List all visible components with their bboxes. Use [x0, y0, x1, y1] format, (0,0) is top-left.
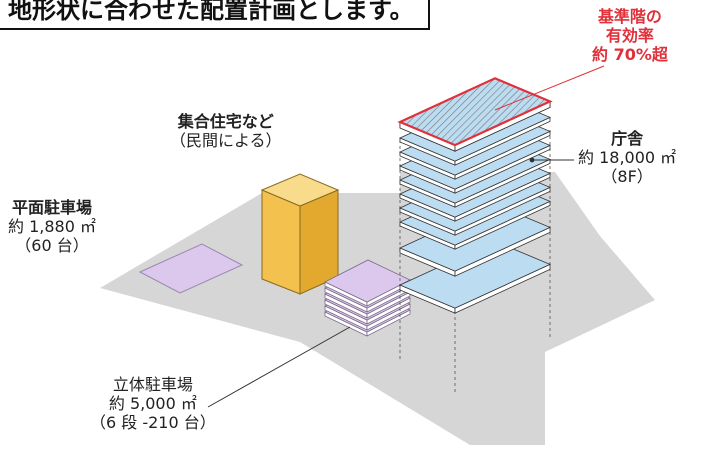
flat-parking-count: （60 台）: [15, 235, 89, 255]
housing-label: 集合住宅など （民間による）: [170, 112, 282, 151]
flat-parking-area-value: 約 1,880 ㎡: [8, 216, 96, 236]
office-tower: [397, 77, 553, 395]
multi-level-parking: [324, 259, 411, 337]
office-title: 庁舎: [611, 129, 644, 148]
top-floor-highlight: [397, 77, 553, 147]
flat-parking-label: 平面駐車場 約 1,880 ㎡ （60 台）: [8, 198, 96, 256]
leader-line-parking: [207, 326, 351, 408]
housing-block: [260, 173, 340, 295]
office-area-value: 約 18,000 ㎡: [578, 147, 677, 167]
flat-parking-title: 平面駐車場: [11, 198, 92, 217]
efficiency-label: 基準階の 有効率 約 70%超: [592, 7, 668, 65]
header-text: 地形状に合わせた配置計画とします。: [8, 0, 414, 24]
housing-label-note: （民間による）: [170, 130, 282, 150]
leader-dot-office: [529, 157, 535, 163]
efficiency-line2: 有効率: [605, 25, 654, 45]
multi-parking-title: 立体駐車場: [112, 375, 193, 394]
multi-parking-area-value: 約 5,000 ㎡: [108, 393, 197, 413]
multi-parking-count: （6 段 -210 台）: [90, 412, 216, 432]
efficiency-line3: 約 70%超: [592, 44, 668, 64]
efficiency-line1: 基準階の: [597, 7, 662, 26]
leader-line-efficiency: [494, 65, 605, 111]
housing-label-title: 集合住宅など: [177, 112, 274, 131]
flat-parking-area: [138, 243, 244, 294]
multi-parking-label: 立体駐車場 約 5,000 ㎡ （6 段 -210 台）: [90, 375, 216, 433]
header-box: 地形状に合わせた配置計画とします。: [0, 0, 430, 30]
office-floors: （8F）: [601, 166, 653, 186]
office-label: 庁舎 約 18,000 ㎡ （8F）: [578, 129, 677, 187]
